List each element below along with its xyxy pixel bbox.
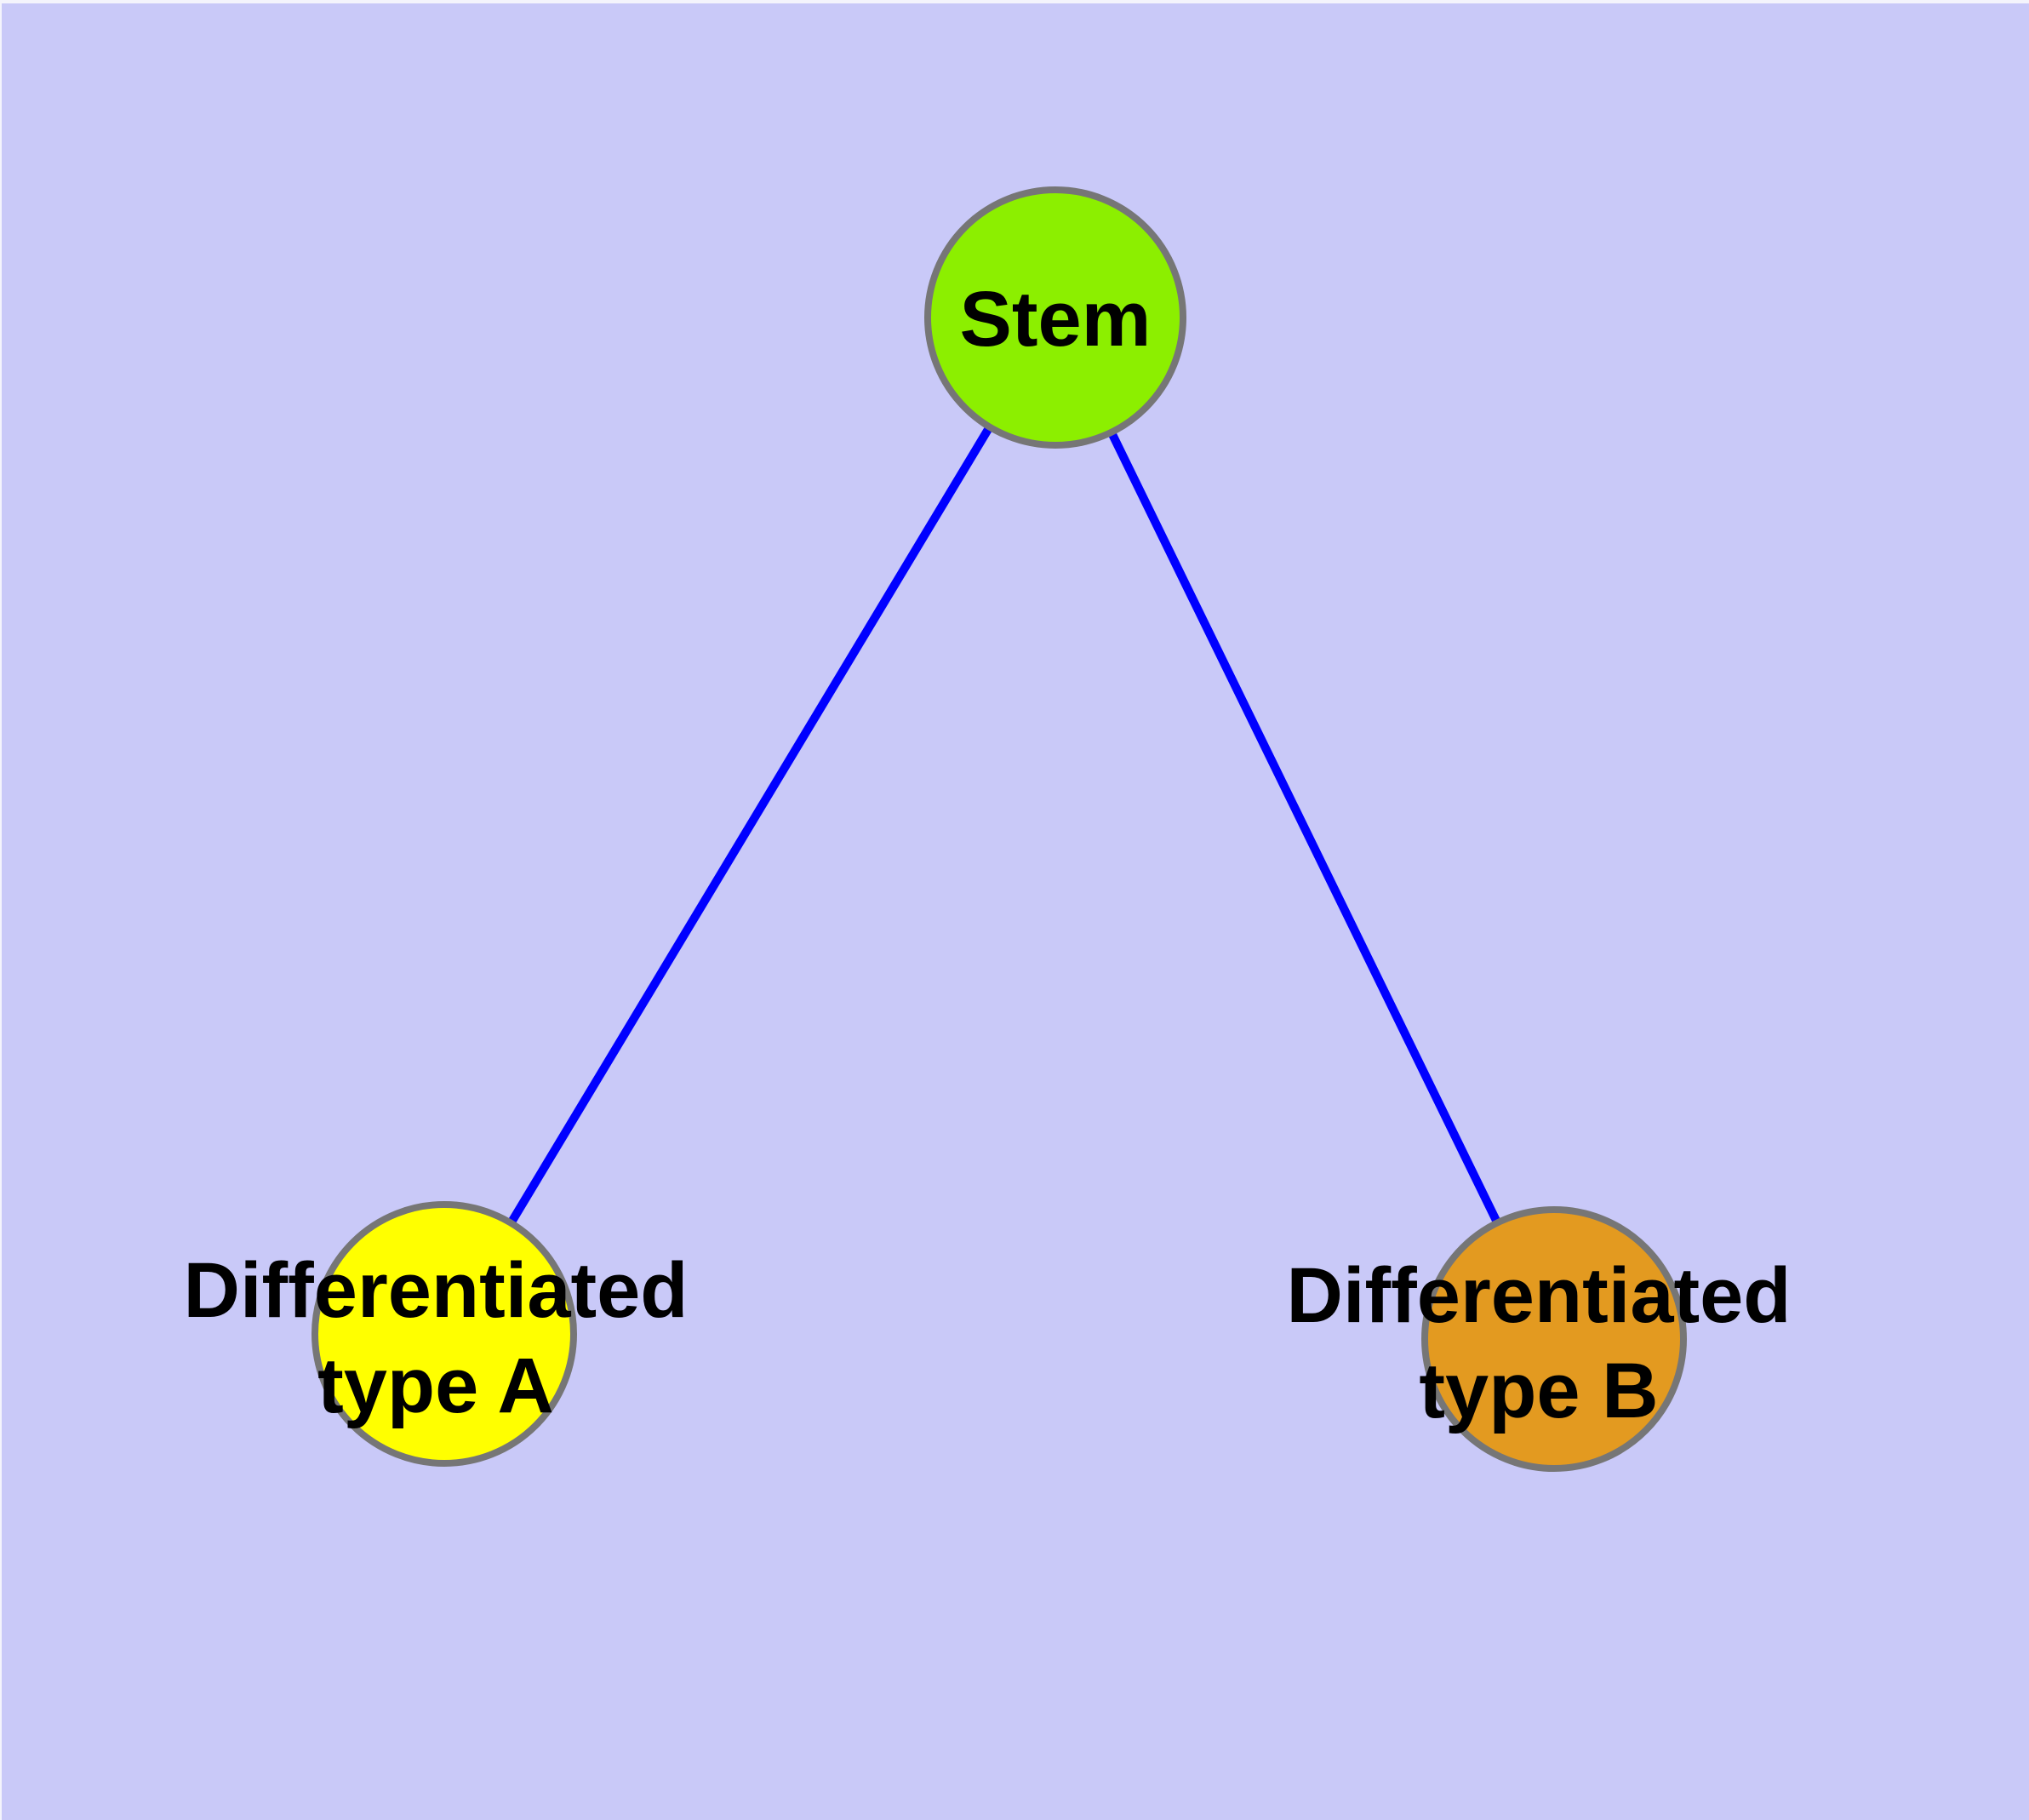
edge-stem-to-typeA [440,315,1060,1336]
node-typeA-circle [311,1201,577,1467]
node-stem-label: Stem [959,276,1152,363]
edge-stem-to-typeB [1051,315,1558,1342]
node-typeB-label: Differentiated type B [1286,1252,1792,1434]
node-stem-circle [924,186,1186,449]
node-typeB-circle [1421,1206,1687,1472]
node-typeA-label: Differentiated type A [183,1247,689,1429]
